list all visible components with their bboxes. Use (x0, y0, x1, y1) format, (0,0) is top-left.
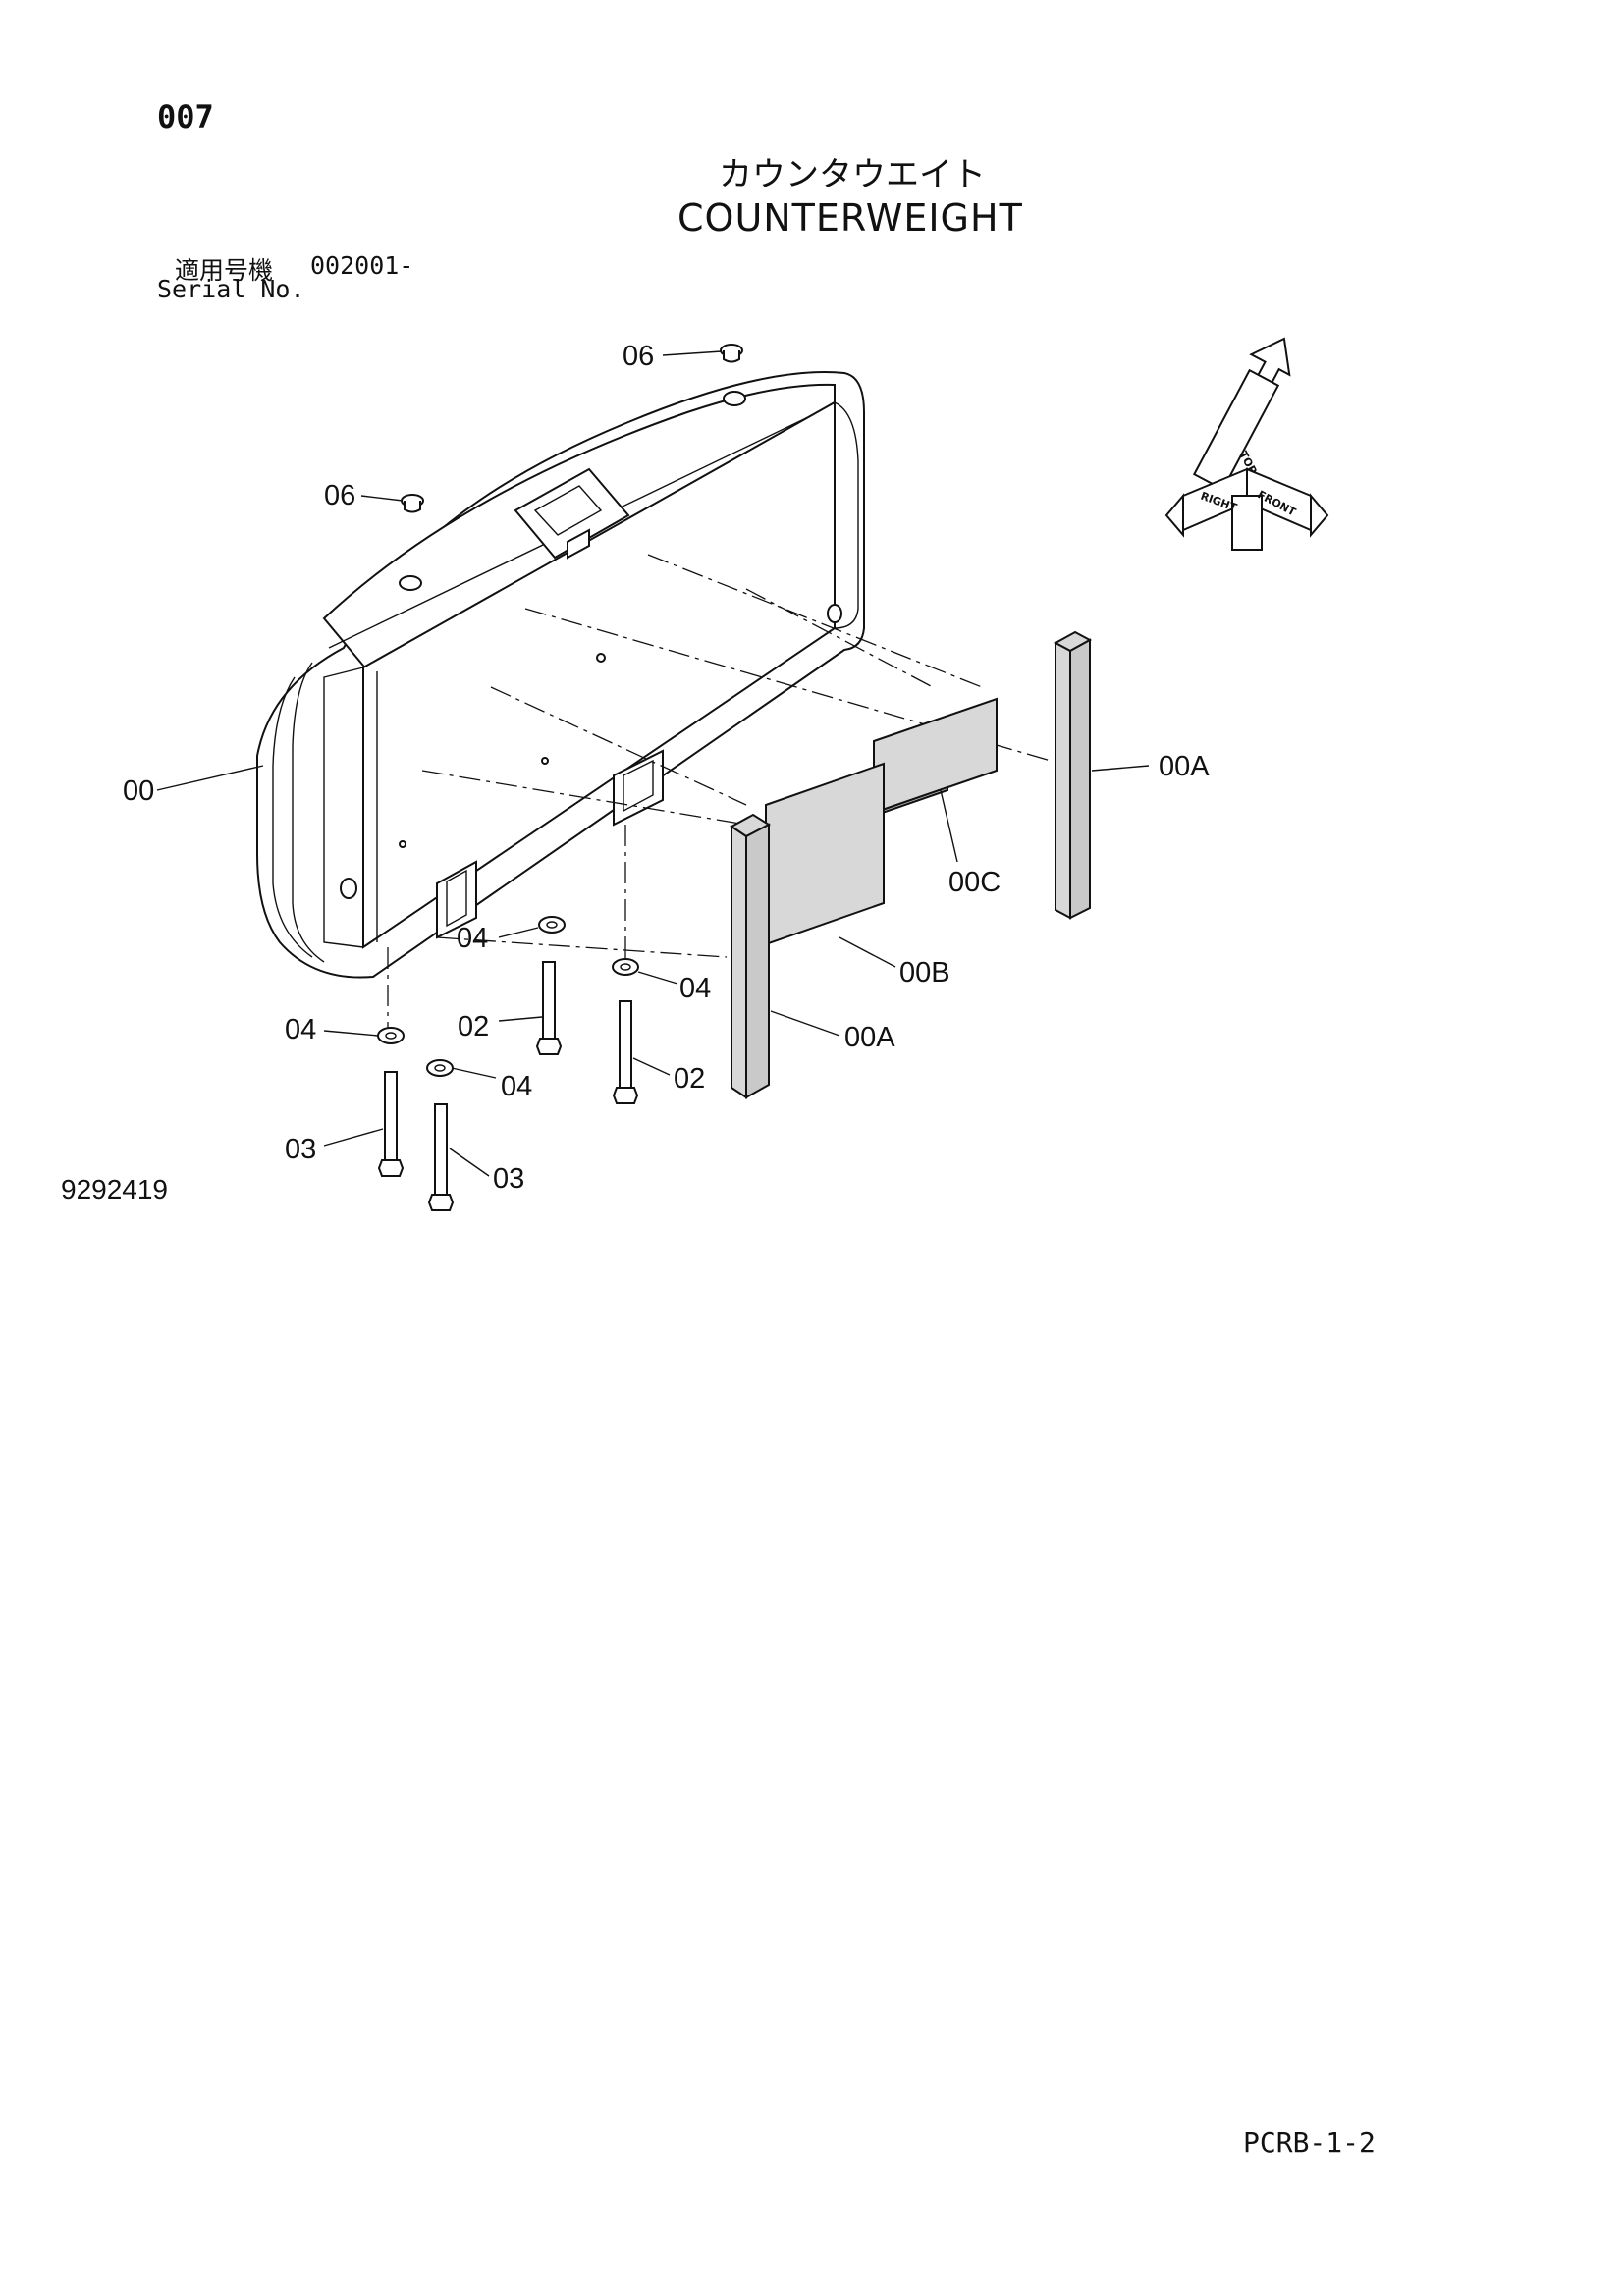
spacer-bar-00A-front (730, 813, 772, 1099)
sheet-code: PCRB-1-2 (1243, 2126, 1376, 2159)
serial-label-japanese: 適用号機 (175, 256, 274, 285)
spacer-bar-00A-right (1053, 630, 1093, 920)
title-japanese: カウンタウエイト (719, 155, 986, 194)
title-english: COUNTERWEIGHT (677, 196, 1023, 240)
callout-00A-right: 00A (1159, 751, 1210, 782)
cap-06-left (401, 494, 424, 513)
callout-04-a: 04 (457, 923, 488, 954)
callout-labels: 06 06 00 00A 00C 00B 00A 04 04 04 04 02 … (123, 341, 1210, 1195)
orientation-compass: TOP RIGHT FRONT (1164, 337, 1329, 551)
bolt-02-b (612, 1000, 639, 1104)
callout-03-b: 03 (493, 1163, 524, 1195)
callout-00A-front: 00A (844, 1022, 895, 1053)
callout-04-b: 04 (679, 973, 711, 1004)
cap-06-top (720, 344, 743, 363)
callout-00C: 00C (948, 867, 1001, 898)
callout-02-a: 02 (458, 1011, 489, 1042)
plate-00C (873, 697, 998, 818)
callout-02-b: 02 (674, 1063, 705, 1095)
serial-label-english: Serial No. (157, 275, 305, 303)
callout-03-a: 03 (285, 1134, 316, 1165)
callout-04-c: 04 (285, 1014, 316, 1045)
washer-04-a (538, 916, 566, 934)
washer-04-b (612, 958, 639, 976)
page-number: 007 (157, 98, 214, 135)
callout-04-d: 04 (501, 1071, 532, 1102)
drawing-number: 9292419 (61, 1174, 169, 1204)
counterweight-body (256, 371, 865, 979)
washer-04-d (426, 1059, 454, 1077)
bolt-02-a (535, 961, 563, 1055)
washer-04-c (377, 1027, 405, 1044)
leader-lines (156, 350, 1150, 1177)
callout-06-top: 06 (623, 341, 654, 372)
serial-range: 002001- (310, 251, 414, 280)
callout-00: 00 (123, 775, 154, 807)
bolt-03-b (427, 1103, 455, 1211)
bolt-03-a (377, 1071, 405, 1177)
plate-00B (765, 762, 885, 946)
callout-06-left: 06 (324, 480, 355, 511)
callout-00B: 00B (899, 957, 950, 988)
